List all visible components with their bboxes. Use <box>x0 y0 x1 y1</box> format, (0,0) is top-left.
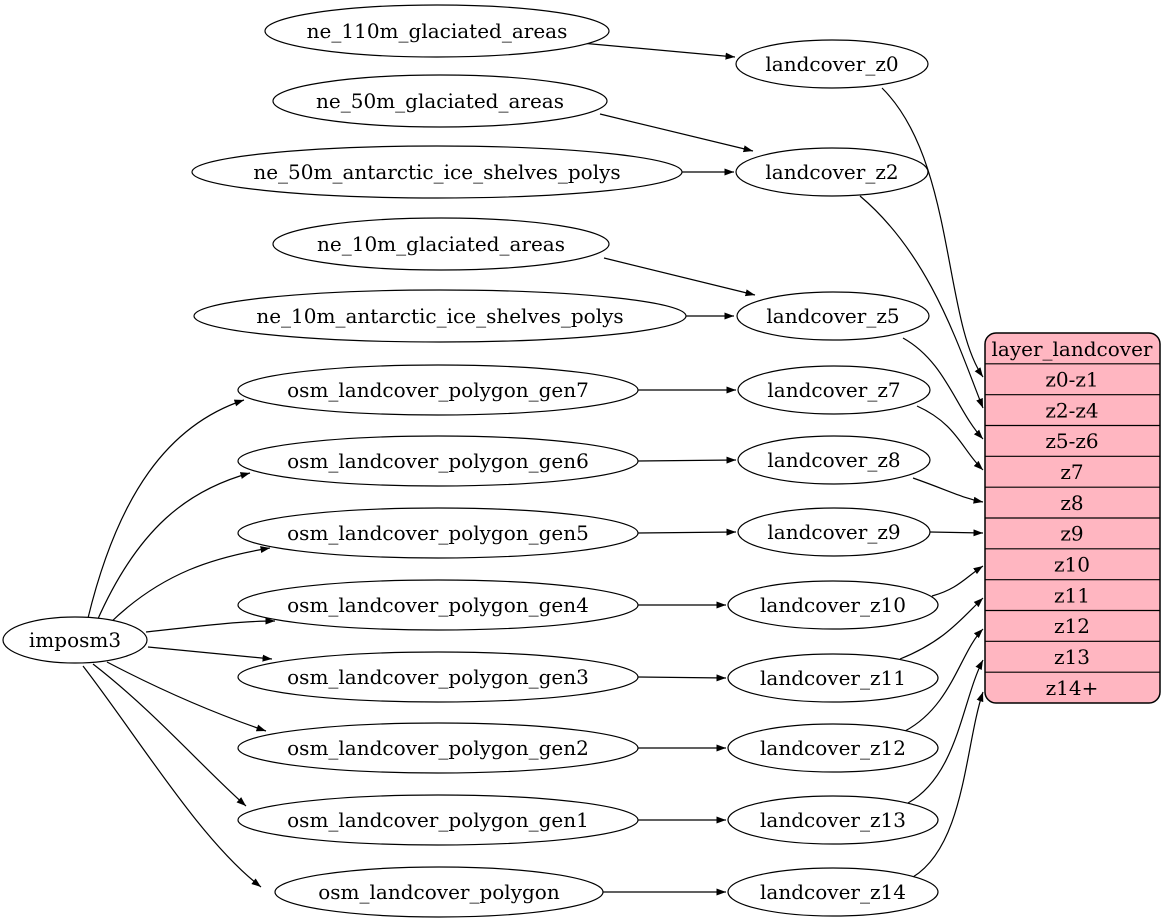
node-label: ne_10m_antarctic_ice_shelves_polys <box>256 304 623 328</box>
edge-imposm3-to-osm-landcover-polygon-gen6 <box>96 472 251 622</box>
node-label: osm_landcover_polygon_gen6 <box>287 449 589 473</box>
edge-ne-110m-glaciated-areas-to-landcover-z0 <box>580 42 736 60</box>
node-landcover-z14: landcover_z14 <box>727 867 939 917</box>
edge-landcover-z11-to-row-z11 <box>899 597 984 660</box>
node-label: osm_landcover_polygon_gen4 <box>287 593 589 617</box>
edge-osm-landcover-polygon-gen5-to-landcover-z9 <box>637 528 737 536</box>
edge-imposm3-to-osm-landcover-polygon-gen1 <box>92 663 247 807</box>
edge-osm-landcover-polygon-gen6-to-landcover-z8 <box>637 456 737 464</box>
edge-imposm3-to-osm-landcover-polygon-gen5 <box>108 546 271 625</box>
node-landcover-z9: landcover_z9 <box>737 507 931 557</box>
table-row-z0-z1: z0-z1 <box>1045 368 1098 392</box>
node-label: osm_landcover_polygon_gen5 <box>287 521 589 545</box>
node-label: ne_110m_glaciated_areas <box>307 19 568 43</box>
node-label: landcover_z11 <box>760 666 906 690</box>
table-row-z11: z11 <box>1054 583 1090 607</box>
node-label: ne_10m_glaciated_areas <box>317 232 565 256</box>
table-row-z8: z8 <box>1060 491 1083 515</box>
edge-landcover-z5-to-row-z5-z6 <box>902 337 984 440</box>
node-ne-110m-glaciated-areas: ne_110m_glaciated_areas <box>264 4 610 58</box>
edge-landcover-z13-to-row-z13 <box>907 659 984 804</box>
node-landcover-z0: landcover_z0 <box>735 39 929 89</box>
node-landcover-z10: landcover_z10 <box>727 580 939 630</box>
table-layer-landcover: layer_landcover z0-z1 z2-z4 z5-z6 z7 z8 … <box>984 332 1161 704</box>
node-osm-landcover-polygon-gen6: osm_landcover_polygon_gen6 <box>237 435 639 487</box>
node-label: ne_50m_glaciated_areas <box>316 89 564 113</box>
edge-imposm3-to-osm-landcover-polygon <box>82 665 262 888</box>
node-landcover-z8: landcover_z8 <box>737 435 931 485</box>
table-row-z14plus: z14+ <box>1046 676 1099 700</box>
node-label: landcover_z13 <box>760 808 906 832</box>
edge-landcover-z14-to-row-z14plus <box>912 691 984 878</box>
node-ne-50m-antarctic-ice-shelves-polys: ne_50m_antarctic_ice_shelves_polys <box>191 145 683 199</box>
node-osm-landcover-polygon-gen5: osm_landcover_polygon_gen5 <box>237 507 639 559</box>
node-osm-landcover-polygon-gen3: osm_landcover_polygon_gen3 <box>237 651 639 703</box>
node-ne-50m-glaciated-areas: ne_50m_glaciated_areas <box>272 74 608 128</box>
edge-landcover-z10-to-row-z10 <box>931 565 984 597</box>
edge-landcover-z0-to-row-z0-z1 <box>881 87 984 378</box>
edge-imposm3-to-osm-landcover-polygon-gen7 <box>87 399 245 619</box>
node-landcover-z7: landcover_z7 <box>737 365 931 415</box>
table-row-z5-z6: z5-z6 <box>1045 429 1098 453</box>
edge-landcover-z9-to-row-z9 <box>929 529 984 537</box>
table-row-z13: z13 <box>1054 645 1090 669</box>
table-title: layer_landcover <box>992 337 1153 361</box>
edge-imposm3-to-osm-landcover-polygon-gen2 <box>106 661 267 732</box>
edge-landcover-z2-to-row-z2-z4 <box>859 195 984 409</box>
node-label: landcover_z7 <box>767 378 900 402</box>
node-label: landcover_z10 <box>760 593 906 617</box>
node-label: landcover_z14 <box>760 880 906 904</box>
node-label: landcover_z12 <box>760 736 906 760</box>
node-landcover-z2: landcover_z2 <box>735 147 929 197</box>
table-row-z12: z12 <box>1054 614 1090 638</box>
node-label: ne_50m_antarctic_ice_shelves_polys <box>253 160 620 184</box>
edge-imposm3-to-osm-landcover-polygon-gen4 <box>145 617 276 633</box>
node-imposm3: imposm3 <box>2 616 148 664</box>
edge-ne-10m-glaciated-areas-to-landcover-z5 <box>603 257 756 297</box>
node-label: osm_landcover_polygon_gen7 <box>287 378 589 402</box>
node-label: landcover_z2 <box>765 160 898 184</box>
node-label: osm_landcover_polygon_gen3 <box>287 665 589 689</box>
edge-landcover-z12-to-row-z12 <box>904 628 984 732</box>
node-label: osm_landcover_polygon_gen2 <box>287 736 589 760</box>
node-label: osm_landcover_polygon_gen1 <box>287 808 589 832</box>
table-row-z10: z10 <box>1054 553 1090 577</box>
node-landcover-z13: landcover_z13 <box>727 795 939 845</box>
edge-landcover-z8-to-row-z8 <box>912 477 984 504</box>
node-osm-landcover-polygon-gen7: osm_landcover_polygon_gen7 <box>237 364 639 416</box>
edge-osm-landcover-polygon-gen3-to-landcover-z11 <box>637 674 727 682</box>
node-label: landcover_z8 <box>767 448 900 472</box>
table-row-z7: z7 <box>1060 460 1083 484</box>
node-osm-landcover-polygon-gen4: osm_landcover_polygon_gen4 <box>237 579 639 631</box>
edge-ne-50m-glaciated-areas-to-landcover-z2 <box>599 113 754 153</box>
node-osm-landcover-polygon-gen1: osm_landcover_polygon_gen1 <box>237 794 639 846</box>
node-landcover-z5: landcover_z5 <box>736 291 930 341</box>
node-imposm3-label: imposm3 <box>29 628 121 652</box>
table-row-z9: z9 <box>1060 522 1083 546</box>
node-label: osm_landcover_polygon <box>318 880 560 904</box>
node-osm-landcover-polygon-gen2: osm_landcover_polygon_gen2 <box>237 722 639 774</box>
node-label: landcover_z9 <box>767 520 900 544</box>
node-label: landcover_z5 <box>766 304 899 328</box>
edge-imposm3-to-osm-landcover-polygon-gen3 <box>147 646 273 662</box>
table-row-z2-z4: z2-z4 <box>1045 398 1098 422</box>
node-osm-landcover-polygon: osm_landcover_polygon <box>274 866 604 918</box>
node-landcover-z11: landcover_z11 <box>727 653 939 703</box>
node-landcover-z12: landcover_z12 <box>727 723 939 773</box>
edge-landcover-z7-to-row-z7 <box>916 405 984 471</box>
node-ne-10m-antarctic-ice-shelves-polys: ne_10m_antarctic_ice_shelves_polys <box>193 289 687 343</box>
node-label: landcover_z0 <box>765 52 898 76</box>
node-ne-10m-glaciated-areas: ne_10m_glaciated_areas <box>272 217 610 271</box>
